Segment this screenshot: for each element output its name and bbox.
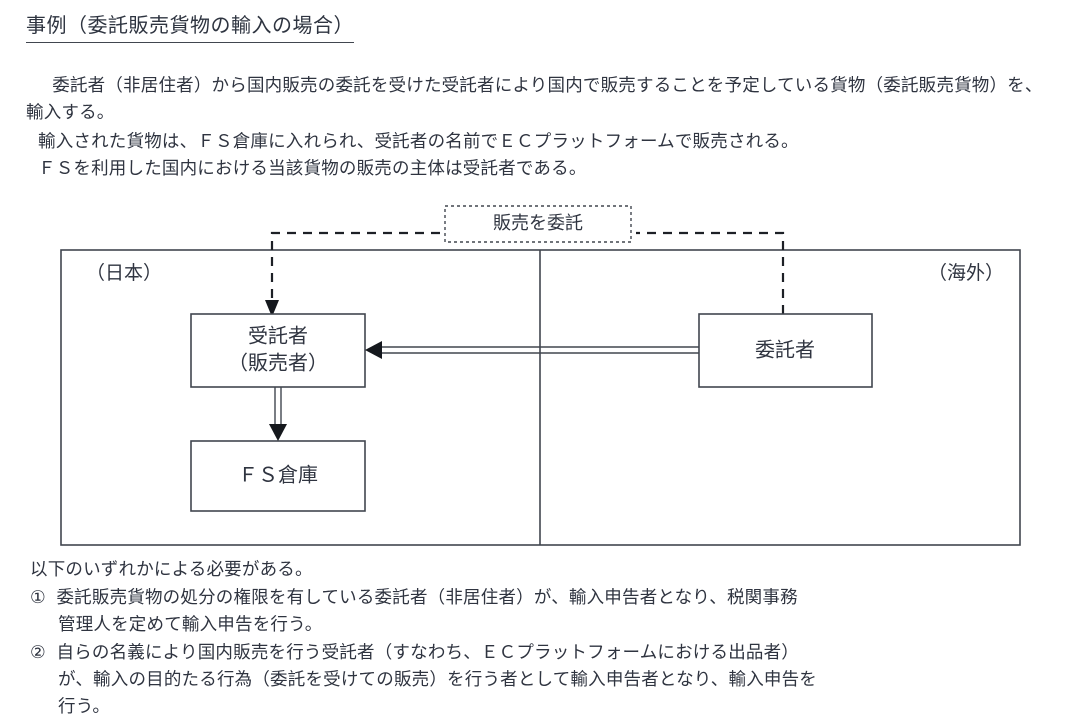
conclusion-item-2-continuation-2: 行う。 xyxy=(58,696,111,716)
conclusion-item-2-marker: ② xyxy=(30,642,46,662)
node-consignor-label: 委託者 xyxy=(755,339,815,362)
conclusion-item-2-continuation: が、輸入の目的たる行為（委託を受けての販売）を行う者として輸入申告者となり、輸入… xyxy=(58,669,817,689)
page-title: 事例（委託販売貨物の輸入の場合） xyxy=(26,12,354,43)
goods-flow-arrow-head xyxy=(365,341,382,359)
node-consignor xyxy=(698,313,873,388)
flow-diagram: （日本） （海外） 販売を委託 受託者 （販売者） ＦＳ倉庫 委託者 xyxy=(0,195,1080,555)
region-label-domestic: （日本） xyxy=(86,262,162,284)
conclusion-item-2: ② 自らの名義により国内販売を行う受託者（すなわち、ＥＣプラットフォームにおける… xyxy=(30,639,1070,666)
node-consignee-label-line1: 受託者 xyxy=(248,325,308,348)
storage-flow-arrow-head xyxy=(269,424,287,441)
conclusion-item-1-text: 委託販売貨物の処分の権限を有している委託者（非居住者）が、輸入申告者となり、税関… xyxy=(56,587,798,607)
relation-tag-box xyxy=(444,205,632,243)
conclusion-lead: 以下のいずれかによる必要がある。 xyxy=(30,559,313,579)
relation-tag-label: 販売を委託 xyxy=(493,213,583,233)
intro-paragraph-1: 委託者（非居住者）から国内販売の委託を受けた受託者により国内で販売することを予定… xyxy=(26,75,1043,122)
region-label-overseas: （海外） xyxy=(928,262,1004,284)
node-consignee xyxy=(190,313,366,388)
dashed-arrow-head xyxy=(265,300,279,317)
dashed-path-left xyxy=(270,231,440,305)
node-fs-warehouse-label: ＦＳ倉庫 xyxy=(238,464,318,487)
intro-paragraph-2: 輸入された貨物は、ＦＳ倉庫に入れられ、受託者の名前でＥＣプラットフォームで販売さ… xyxy=(38,131,799,151)
conclusion-item-2-text: 自らの名義により国内販売を行う受託者（すなわち、ＥＣプラットフォームにおける出品… xyxy=(56,642,799,662)
dashed-path-right xyxy=(636,231,785,314)
conclusion-item-1-continuation: 管理人を定めて輸入申告を行う。 xyxy=(58,614,323,634)
document-page: 事例（委託販売貨物の輸入の場合） 委託者（非居住者）から国内販売の委託を受けた受… xyxy=(0,12,1080,716)
conclusion-item-1-marker: ① xyxy=(30,587,46,607)
node-consignee-label-line2: （販売者） xyxy=(228,352,328,375)
node-fs-warehouse xyxy=(190,440,366,512)
intro-paragraph-3: ＦＳを利用した国内における当該貨物の販売の主体は受託者である。 xyxy=(38,158,587,178)
conclusion-item-1: ① 委託販売貨物の処分の権限を有している委託者（非居住者）が、輸入申告者となり、… xyxy=(30,584,1060,611)
